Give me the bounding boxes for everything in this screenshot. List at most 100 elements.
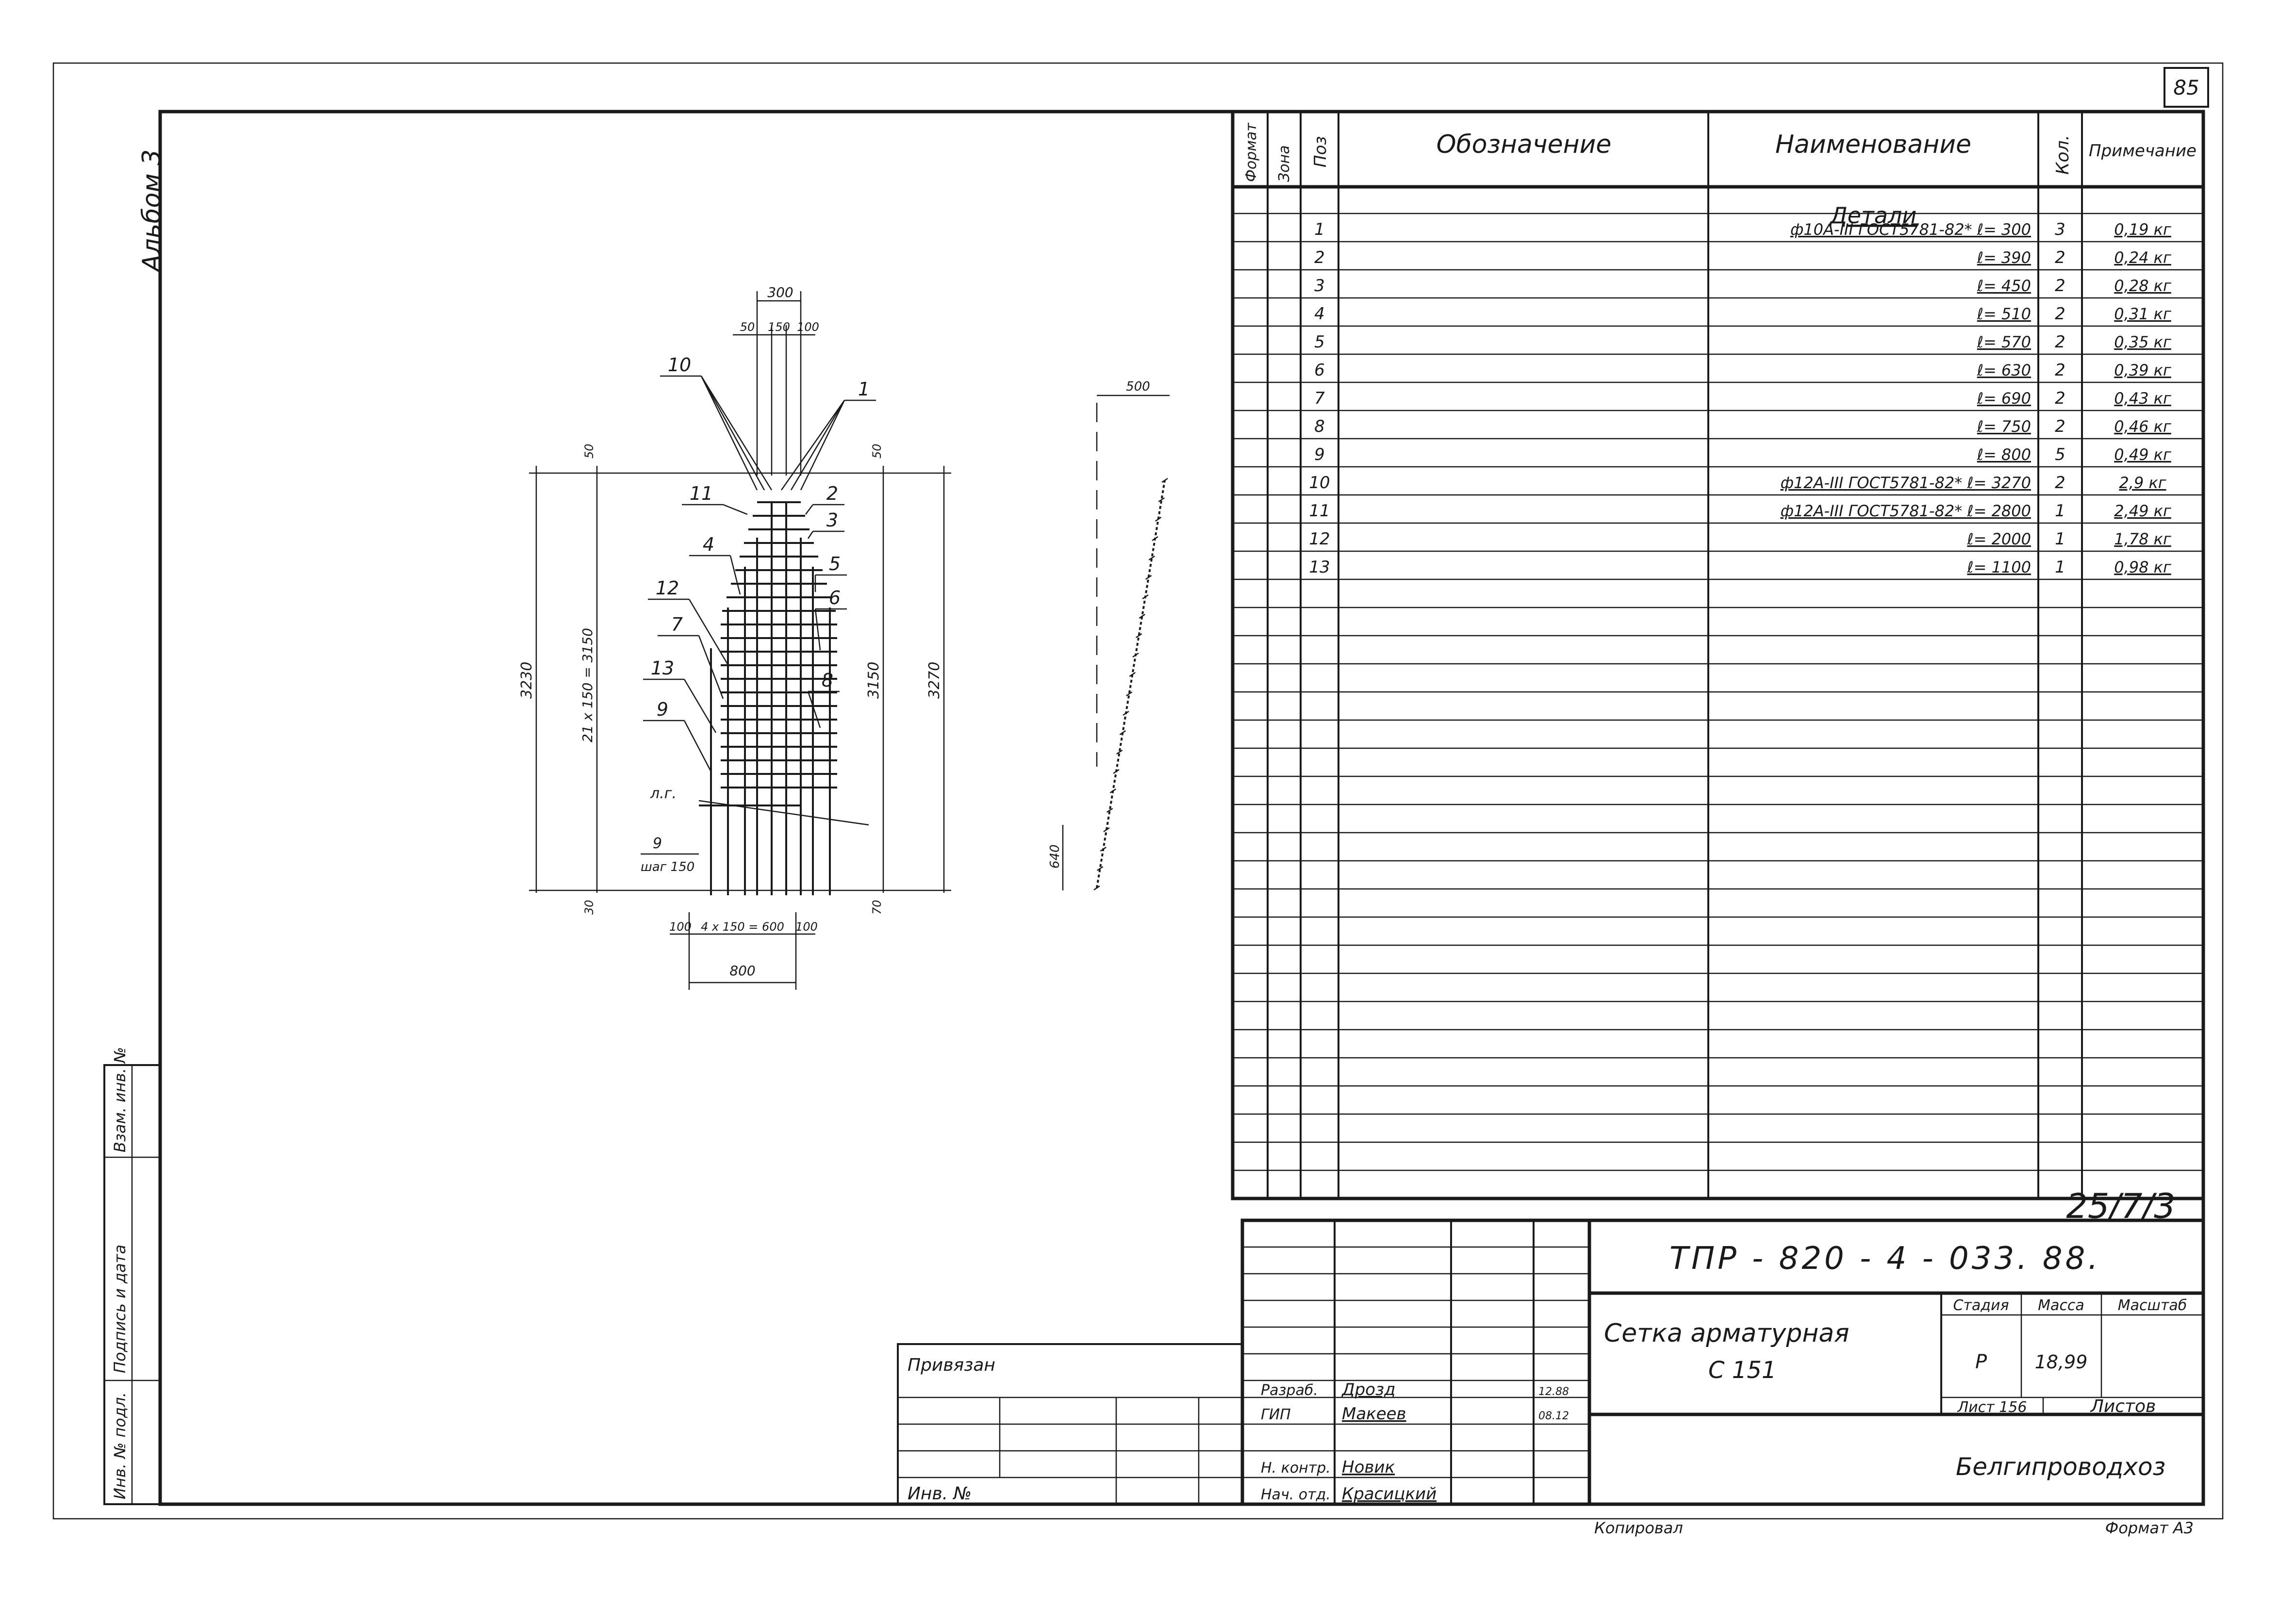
row-pos: 5 (1314, 332, 1325, 352)
row-qty: 2 (2055, 473, 2065, 493)
row-note: 0,39 кг (2114, 361, 2171, 379)
mass-value: 18,99 (2035, 1351, 2088, 1373)
specification-table: Формат Зона Поз Обозначение Наименование… (1231, 110, 2205, 1226)
callout-label: 1 (858, 378, 870, 400)
row-note: 0,35 кг (2114, 333, 2171, 351)
row-pos: 10 (1309, 473, 1330, 493)
row-note: 2,49 кг (2114, 502, 2171, 520)
sheets-label: Листов (2090, 1396, 2156, 1416)
table-row: 8 ℓ= 750 2 0,46 кг (1314, 417, 2171, 436)
dim-side-view-top: 500 (1126, 379, 1150, 394)
row-name: ℓ= 510 (1977, 305, 2031, 323)
role-name: Новик (1342, 1458, 1395, 1477)
row-name: ℓ= 690 (1977, 389, 2031, 408)
col-header-format: Формат (1243, 122, 1260, 182)
role-title: Разраб. (1261, 1382, 1318, 1399)
dim-bottom-spacing-left: 100 (669, 920, 692, 934)
role-row: Н. контр.Новик (1261, 1458, 1395, 1477)
step-label-num: 9 (653, 835, 662, 852)
album-label: Альбом 3 (137, 149, 166, 273)
dim-spacing-left: 21 x 150 = 3150 (579, 628, 595, 742)
callout-label: 11 (690, 483, 713, 504)
row-pos: 7 (1314, 389, 1325, 408)
role-row: Нач. отд. Красицкий (1261, 1484, 1437, 1504)
stage-label: Стадия (1953, 1297, 2009, 1314)
side-strip-repl-inv: Взам. инв. № (111, 1047, 129, 1152)
row-note: 1,78 кг (2114, 530, 2171, 548)
row-pos: 2 (1314, 248, 1325, 267)
row-name: ℓ= 390 (1977, 248, 2031, 267)
row-note: 0,31 кг (2114, 305, 2171, 323)
callout-label: 6 (829, 587, 841, 608)
row-note: 0,19 кг (2114, 220, 2171, 239)
row-note: 0,46 кг (2114, 417, 2171, 436)
row-pos: 4 (1314, 304, 1325, 324)
role-row: Разраб. Дрозд 12.88 (1261, 1380, 1569, 1399)
role-name: Красицкий (1342, 1484, 1437, 1504)
dim-bottom-spacing-right: 100 (795, 920, 818, 934)
row-pos: 13 (1309, 558, 1330, 577)
row-pos: 8 (1314, 417, 1325, 436)
row-pos: 12 (1309, 529, 1330, 549)
table-row: 4 ℓ= 510 2 0,31 кг (1314, 304, 2171, 324)
row-name: ℓ= 750 (1977, 417, 2031, 436)
row-qty: 2 (2055, 276, 2065, 296)
side-strip-inv-orig: Инв. № подл. (111, 1392, 129, 1499)
copied-label: Копировал (1594, 1519, 1683, 1537)
row-qty: 1 (2055, 558, 2065, 577)
section-title: Детали (1829, 202, 1917, 229)
dim-side-view-bottom: 640 (1048, 844, 1062, 869)
row-pos: 6 (1314, 361, 1325, 380)
row-name: ℓ= 2000 (1966, 530, 2031, 548)
drawing-frame (158, 110, 2205, 1506)
row-qty: 2 (2055, 332, 2065, 352)
title-line-1: Сетка арматурная (1604, 1319, 1850, 1348)
col-header-note: Примечание (2089, 141, 2197, 161)
dim-top-right: 100 (797, 320, 819, 334)
row-note: 0,28 кг (2114, 277, 2171, 295)
row-qty: 2 (2055, 417, 2065, 436)
table-row: 11 ф12А-III ГОСТ5781-82* ℓ= 2800 1 2,49 кг (1309, 501, 2171, 521)
col-header-pos: Поз (1311, 136, 1330, 167)
bound-label: Привязан (908, 1355, 995, 1375)
table-row: 12 ℓ= 2000 1 1,78 кг (1309, 529, 2171, 549)
row-qty: 1 (2055, 501, 2065, 521)
format-label: Формат А3 (2105, 1519, 2194, 1537)
sheet-number-box (2164, 67, 2209, 108)
row-name: ℓ= 570 (1977, 333, 2031, 351)
lg-label: л.г. (650, 785, 677, 802)
col-header-designation: Обозначение (1437, 130, 1612, 159)
scale-label: Масштаб (2118, 1297, 2187, 1314)
row-note: 2,9 кг (2119, 474, 2166, 492)
role-date: 12.88 (1538, 1386, 1569, 1398)
row-pos: 11 (1309, 501, 1330, 521)
row-name: ℓ= 630 (1977, 361, 2031, 379)
callout-label: 4 (703, 534, 714, 555)
role-date: 08.12 (1538, 1410, 1569, 1422)
callout-label: 9 (657, 699, 668, 720)
col-header-name: Наименование (1775, 130, 1971, 159)
callout-label: 13 (651, 657, 674, 679)
side-strip: Инв. № подл. Подпись и дата Взам. инв. № (103, 1047, 161, 1505)
row-pos: 3 (1314, 276, 1325, 296)
sheet-label: Лист 156 (1957, 1399, 2027, 1416)
row-qty: 1 (2055, 529, 2065, 549)
dim-bottom-total: 800 (729, 963, 755, 979)
dim-side-left-top: 50 (582, 443, 596, 459)
row-qty: 2 (2055, 304, 2065, 324)
col-header-zone: Зона (1276, 145, 1293, 182)
row-name: ф12А-III ГОСТ5781-82* ℓ= 2800 (1781, 502, 2031, 520)
role-title: Нач. отд. (1261, 1486, 1331, 1503)
role-name: Дрозд (1341, 1380, 1396, 1399)
row-note: 0,49 кг (2114, 445, 2171, 464)
side-strip-sign-date: Подпись и дата (111, 1245, 129, 1373)
